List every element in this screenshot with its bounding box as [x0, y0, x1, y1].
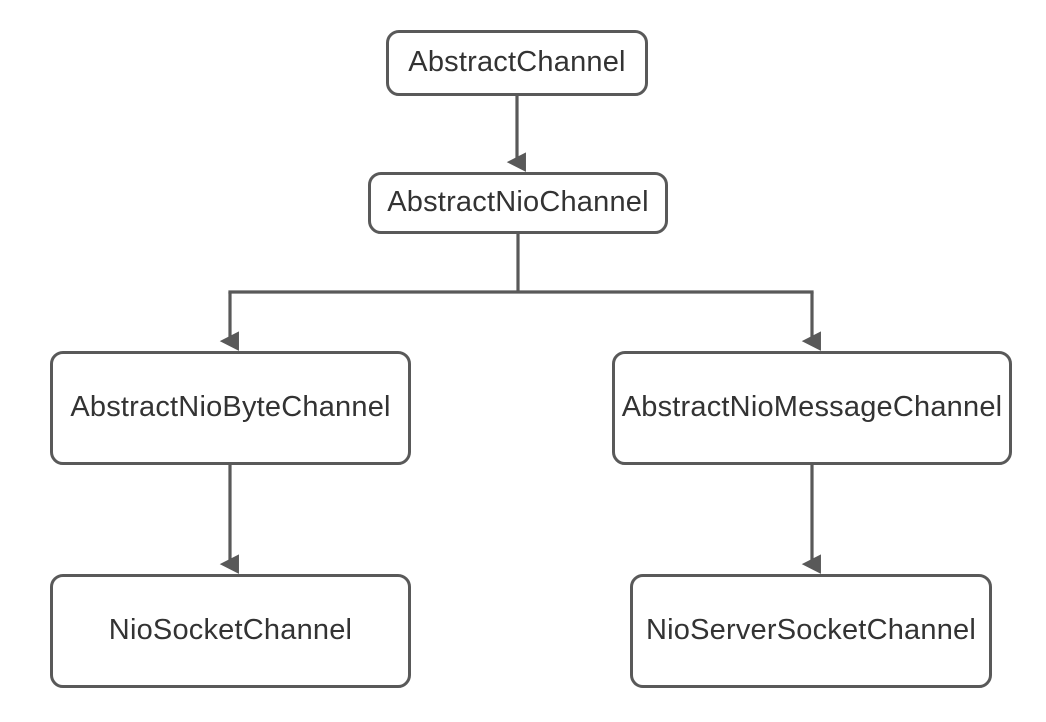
node-label: AbstractNioByteChannel: [70, 391, 391, 424]
node-label: NioServerSocketChannel: [645, 614, 976, 647]
node-abstract-channel[interactable]: AbstractChannel: [386, 30, 648, 96]
node-label: NioSocketChannel: [108, 614, 353, 647]
node-abstract-nio-message-channel[interactable]: AbstractNioMessageChannel: [612, 351, 1012, 465]
node-abstract-nio-byte-channel[interactable]: AbstractNioByteChannel: [50, 351, 411, 465]
node-abstract-nio-channel[interactable]: AbstractNioChannel: [368, 172, 668, 234]
node-label: AbstractChannel: [408, 46, 626, 79]
node-label: AbstractNioMessageChannel: [621, 391, 1003, 424]
node-nio-server-socket-channel[interactable]: NioServerSocketChannel: [630, 574, 992, 688]
node-nio-socket-channel[interactable]: NioSocketChannel: [50, 574, 411, 688]
node-label: AbstractNioChannel: [387, 186, 649, 219]
